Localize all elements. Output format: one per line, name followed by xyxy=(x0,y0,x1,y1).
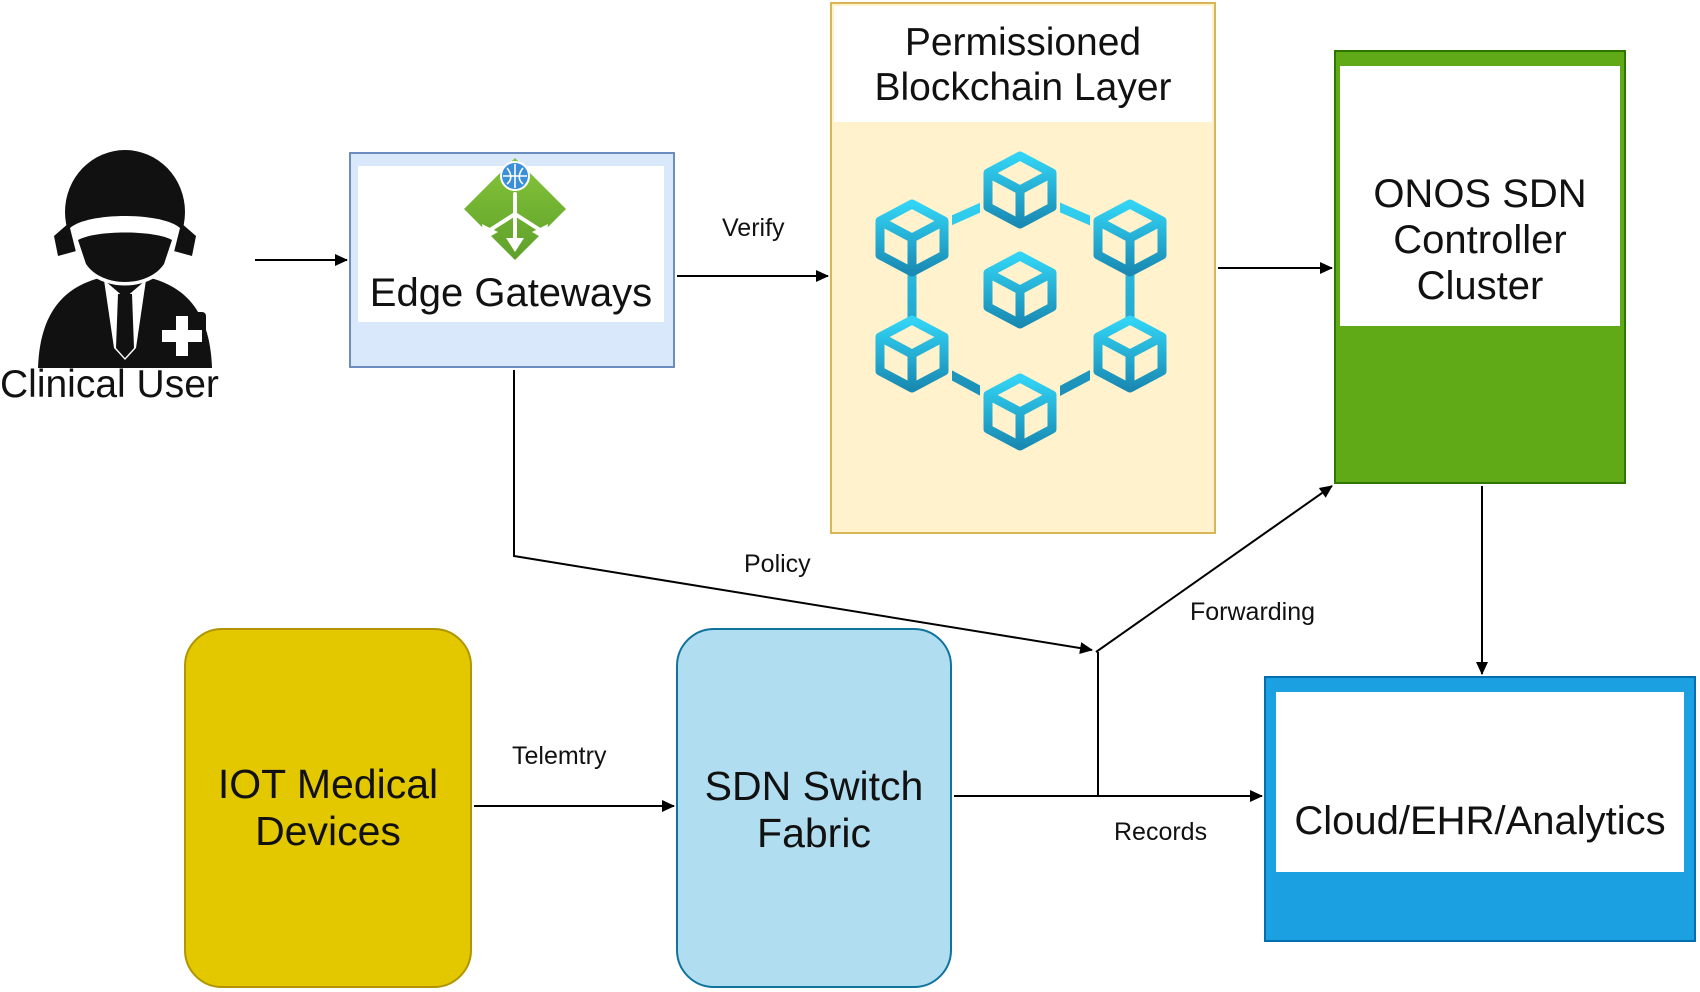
iot-devices-label: IOT Medical Devices xyxy=(217,760,439,854)
onos-controller-label: ONOS SDN Controller Cluster xyxy=(1373,172,1587,308)
edge-label-records: Records xyxy=(1114,818,1208,846)
clinical-user-label: Clinical User xyxy=(0,362,219,406)
edge-label-verify: Verify xyxy=(722,214,785,242)
edge-label-policy: Policy xyxy=(744,550,811,578)
blockchain-header xyxy=(834,6,1212,122)
sdn-switch-node[interactable] xyxy=(676,628,952,988)
edge-label-forwarding: Forwarding xyxy=(1190,598,1316,626)
edge-label-telemetry: Telemtry xyxy=(512,742,607,770)
blockchain-layer-label: Permissioned Blockchain Layer xyxy=(874,21,1172,109)
edge-forwarding xyxy=(1095,485,1333,653)
blockchain-network-icon xyxy=(872,150,1170,472)
doctor-user-icon xyxy=(38,150,212,368)
sdn-switch-label: SDN Switch Fabric xyxy=(704,762,924,856)
iot-devices-node[interactable] xyxy=(184,628,472,988)
gateway-icon xyxy=(464,158,566,260)
cloud-ehr-label: Cloud/EHR/Analytics xyxy=(1294,799,1666,843)
cloud-ehr-header xyxy=(1276,692,1684,872)
edge-policy xyxy=(513,370,1093,654)
edge-gateways-label: Edge Gateways xyxy=(369,271,653,315)
edge-records xyxy=(954,652,1262,796)
onos-controller-header xyxy=(1340,66,1620,326)
